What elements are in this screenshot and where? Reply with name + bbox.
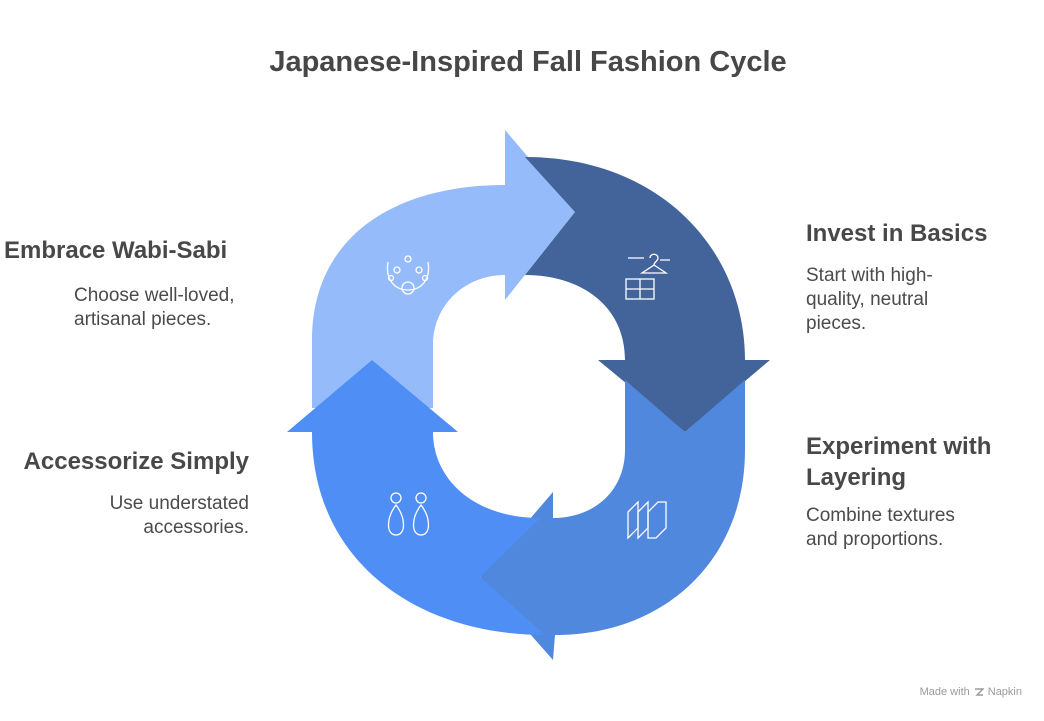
title-line: Layering (806, 464, 907, 491)
layers-icon (627, 500, 667, 540)
step-desc-embrace-wabi-sabi: Choose well-loved, artisanal pieces. (74, 284, 235, 332)
footer-made-with: Made with (919, 686, 970, 698)
segment-invest-in-basics (525, 157, 770, 432)
made-with-napkin-footer: Made with Napkin (920, 686, 1022, 698)
step-desc-accessorize-simply: Use understated accessories. (110, 492, 249, 540)
diagram-title: Japanese-Inspired Fall Fashion Cycle (269, 46, 787, 78)
desc-line: Combine textures (806, 505, 955, 526)
step-title-invest-in-basics: Invest in Basics (806, 220, 988, 247)
necklace-icon (386, 255, 430, 295)
desc-line: pieces. (806, 313, 867, 334)
segment-embrace-wabi-sabi (312, 130, 575, 408)
desc-line: quality, neutral (806, 289, 929, 310)
desc-line: accessories. (143, 517, 249, 538)
earrings-icon (387, 492, 430, 536)
segment-experiment-with-layering (480, 380, 745, 660)
desc-line: and proportions. (806, 529, 944, 550)
step-desc-experiment-with-layering: Combine textures and proportions. (806, 504, 955, 552)
desc-line: Choose well-loved, (74, 285, 235, 306)
desc-line: Use understated (109, 493, 249, 514)
step-desc-invest-in-basics: Start with high- quality, neutral pieces… (806, 264, 933, 336)
step-title-embrace-wabi-sabi: Embrace Wabi-Sabi (4, 237, 228, 264)
napkin-logo-icon (974, 688, 984, 696)
title-line: Experiment with (806, 433, 992, 460)
hanger-dresser-icon (625, 253, 670, 300)
desc-line: Start with high- (806, 265, 933, 286)
step-title-experiment-with-layering: Experiment with Layering (806, 431, 991, 493)
desc-line: artisanal pieces. (74, 309, 212, 330)
footer-brand: Napkin (987, 686, 1022, 698)
step-title-accessorize-simply: Accessorize Simply (23, 448, 249, 475)
